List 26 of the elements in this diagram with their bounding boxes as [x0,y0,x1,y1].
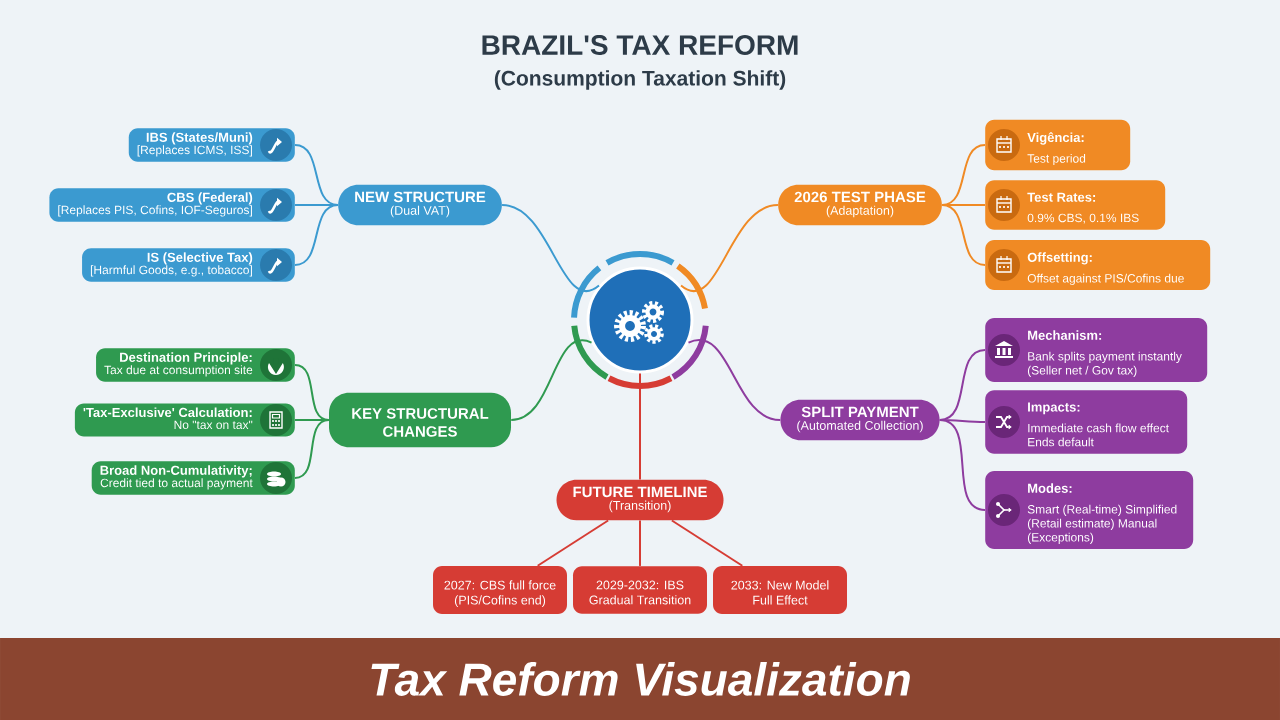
connector [294,419,330,479]
connector [938,419,986,511]
connector [639,372,641,481]
connector [680,204,779,292]
topic-box: Test Rates: 0.9% CBS, 0.1% IBS [985,180,1166,230]
connector [941,204,986,266]
connector [536,519,610,567]
subtitle: (Consumption Taxation Shift) [494,70,786,90]
topic-box: Mechanism: Bank splits payment instantly (Seller net / Gov tax) [985,317,1208,383]
title-banner: Tax Reform Visualization [0,638,1280,720]
timeline-box: 2033: New Model Full Effect [713,565,847,614]
topic-box: Modes: Smart (Real-time) Simplified (Retail estimate) Manual (Exceptions) [985,470,1194,550]
connector [687,338,782,421]
timeline-box: 2027: CBS full force (PIS/Cofins end) [433,565,567,614]
title: BRAZIL'S TAX REFORM [482,35,798,55]
timeline-box: 2029-2032: IBS Gradual Transition [573,566,707,614]
connector [639,519,641,567]
connector [670,519,744,567]
branch-box: NEW STRUCTURE (Dual VAT) [338,184,502,226]
hub-circle [586,266,694,374]
connector [294,204,339,266]
connector [510,339,593,421]
branch-box: 2026 TEST PHASE (Adaptation) [778,184,942,226]
branch-box: KEY STRUCTURAL CHANGES [329,392,511,448]
topic-box: Impacts: Immediate cash flow effect Ends default [985,390,1188,454]
connector [501,204,601,292]
